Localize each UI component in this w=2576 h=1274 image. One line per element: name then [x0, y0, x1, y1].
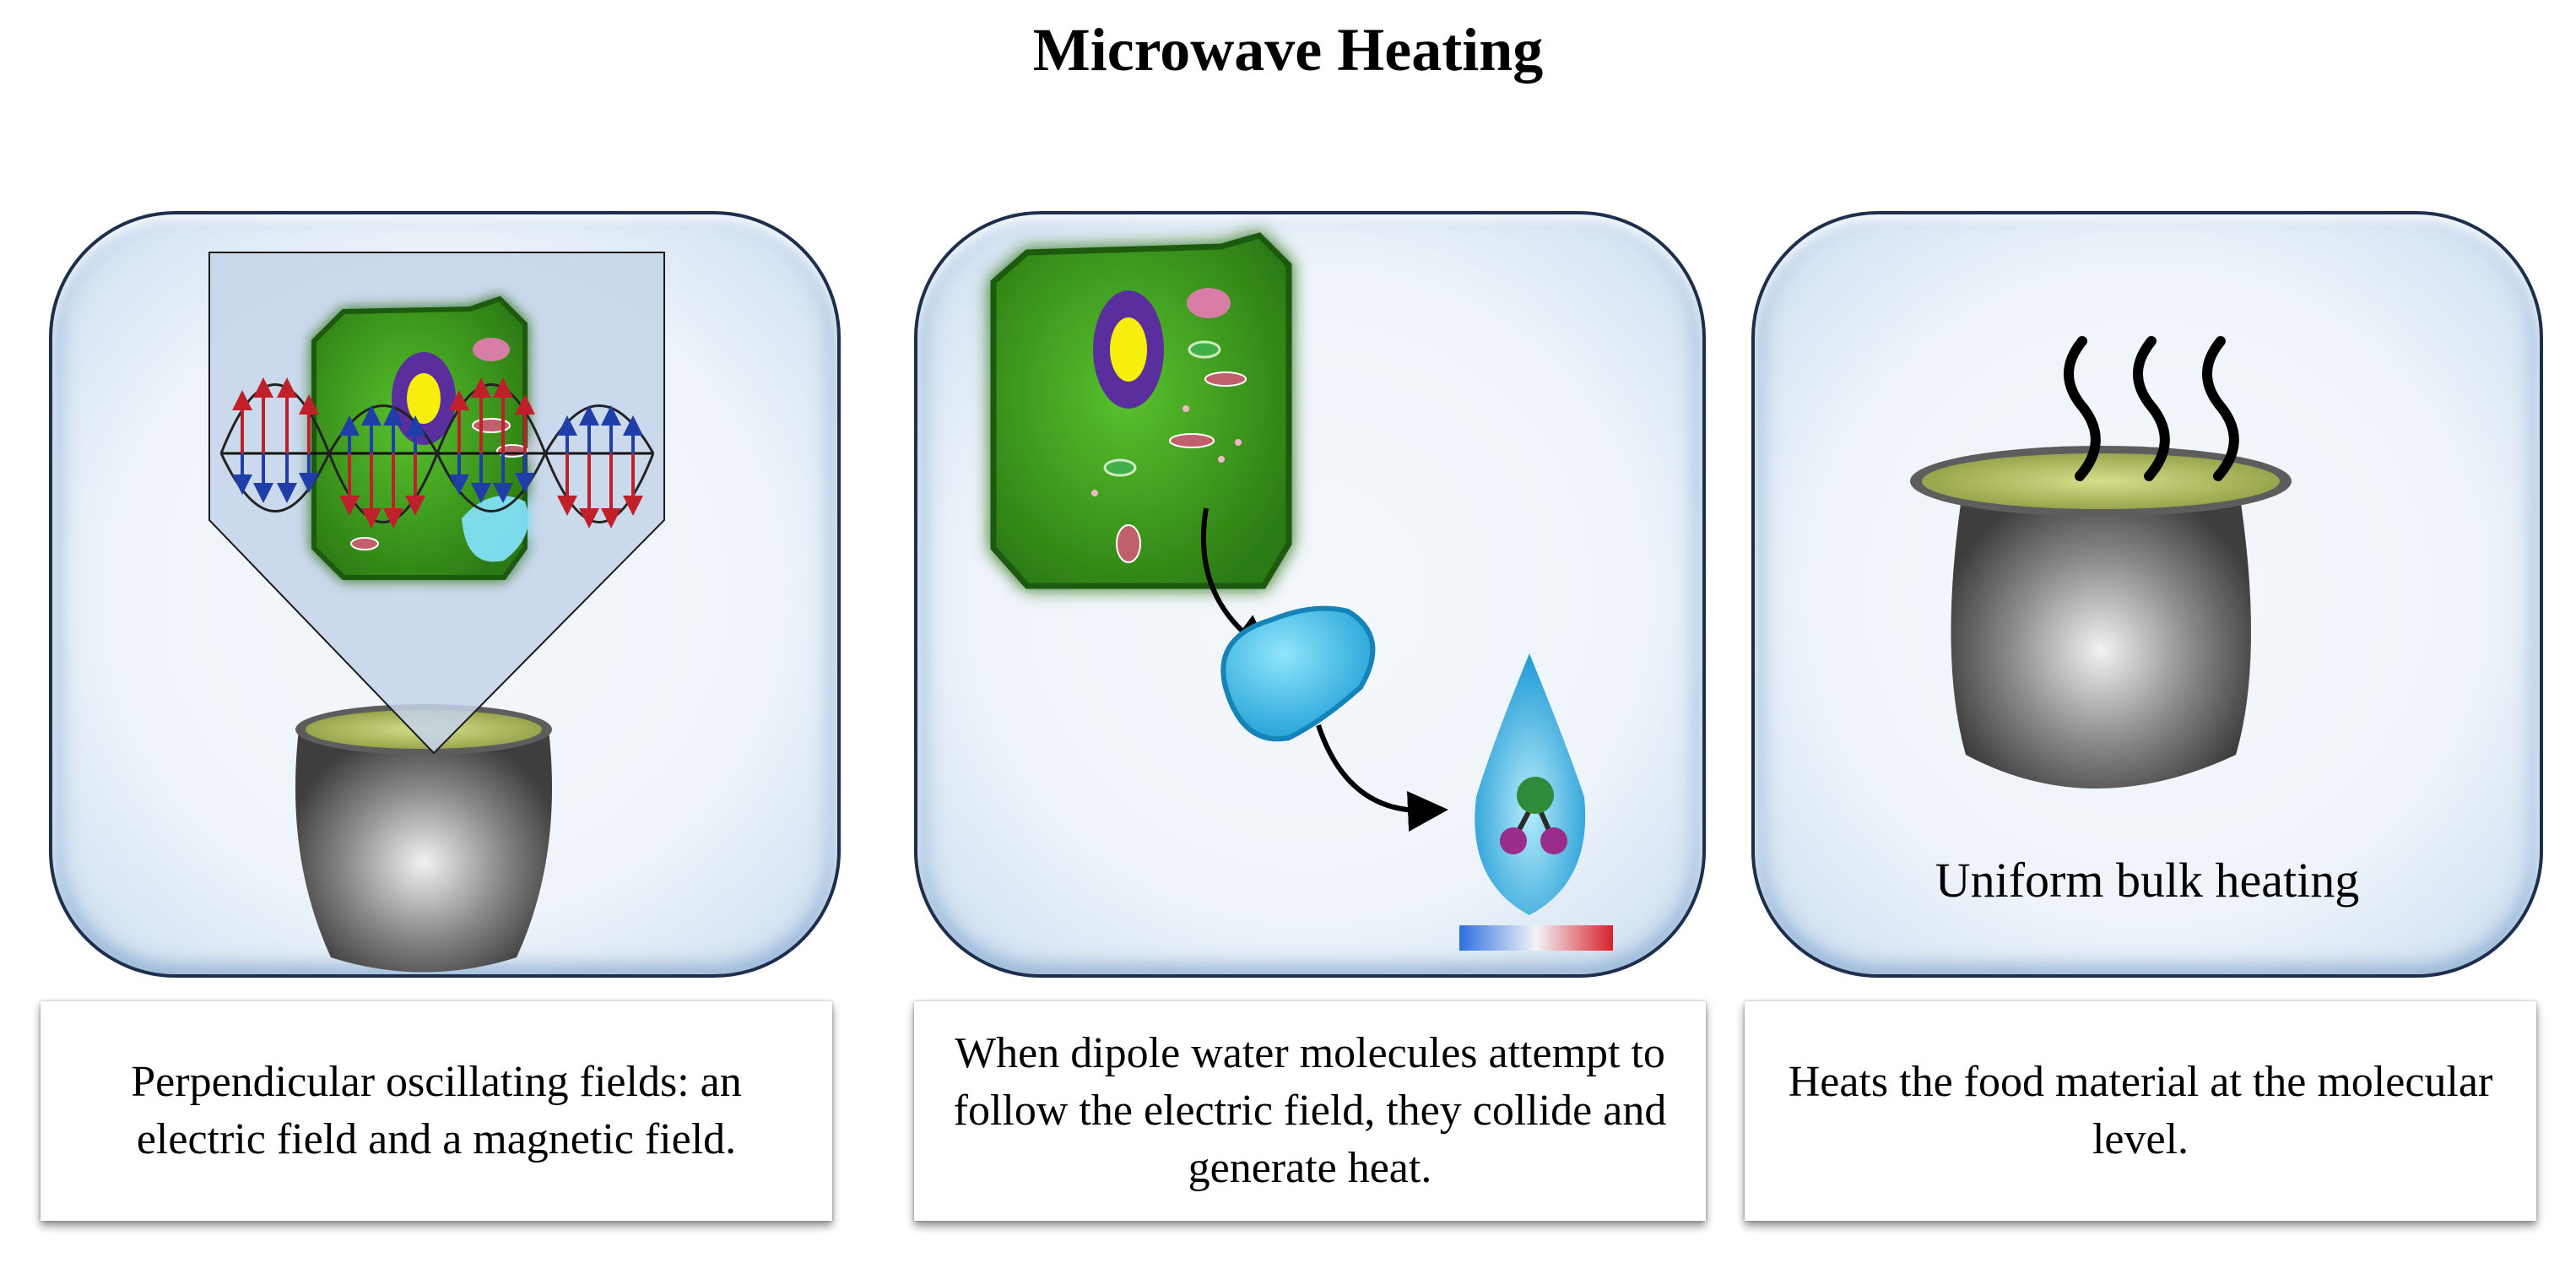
- page-title: Microwave Heating: [1032, 16, 1544, 84]
- panel-uniform-heating: Uniform bulk heating: [1751, 211, 2543, 978]
- plant-cell-icon: [990, 232, 1292, 589]
- em-wave-icon: [219, 377, 655, 529]
- water-molecule-icon: [1500, 777, 1567, 854]
- caption-text: Heats the food material at the molecular…: [1788, 1058, 2493, 1163]
- dipole-illustration: [990, 232, 1613, 951]
- panel-dipole-molecules: [914, 211, 1706, 978]
- panel-em-fields: [49, 211, 841, 978]
- plant-cell-icon: [311, 295, 529, 580]
- caption-text: Perpendicular oscillating fields: an ele…: [131, 1058, 742, 1163]
- caption-text: When dipole water molecules attempt to f…: [953, 1029, 1667, 1192]
- caption-dipole-molecules: When dipole water molecules attempt to f…: [914, 1001, 1706, 1221]
- heating-illustration: [1910, 336, 2292, 789]
- arrow-icon: [1316, 724, 1448, 832]
- pot-icon: [1910, 446, 2292, 789]
- vacuole-icon: [1220, 605, 1376, 742]
- caption-em-fields: Perpendicular oscillating fields: an ele…: [41, 1001, 832, 1221]
- uniform-heating-label: Uniform bulk heating: [1935, 853, 2360, 908]
- caption-uniform-heating: Heats the food material at the molecular…: [1745, 1001, 2536, 1221]
- pot-icon: [295, 704, 553, 973]
- temperature-bar-icon: [1459, 925, 1613, 951]
- steam-icon: [2064, 336, 2239, 481]
- em-fields-illustration: [208, 252, 665, 973]
